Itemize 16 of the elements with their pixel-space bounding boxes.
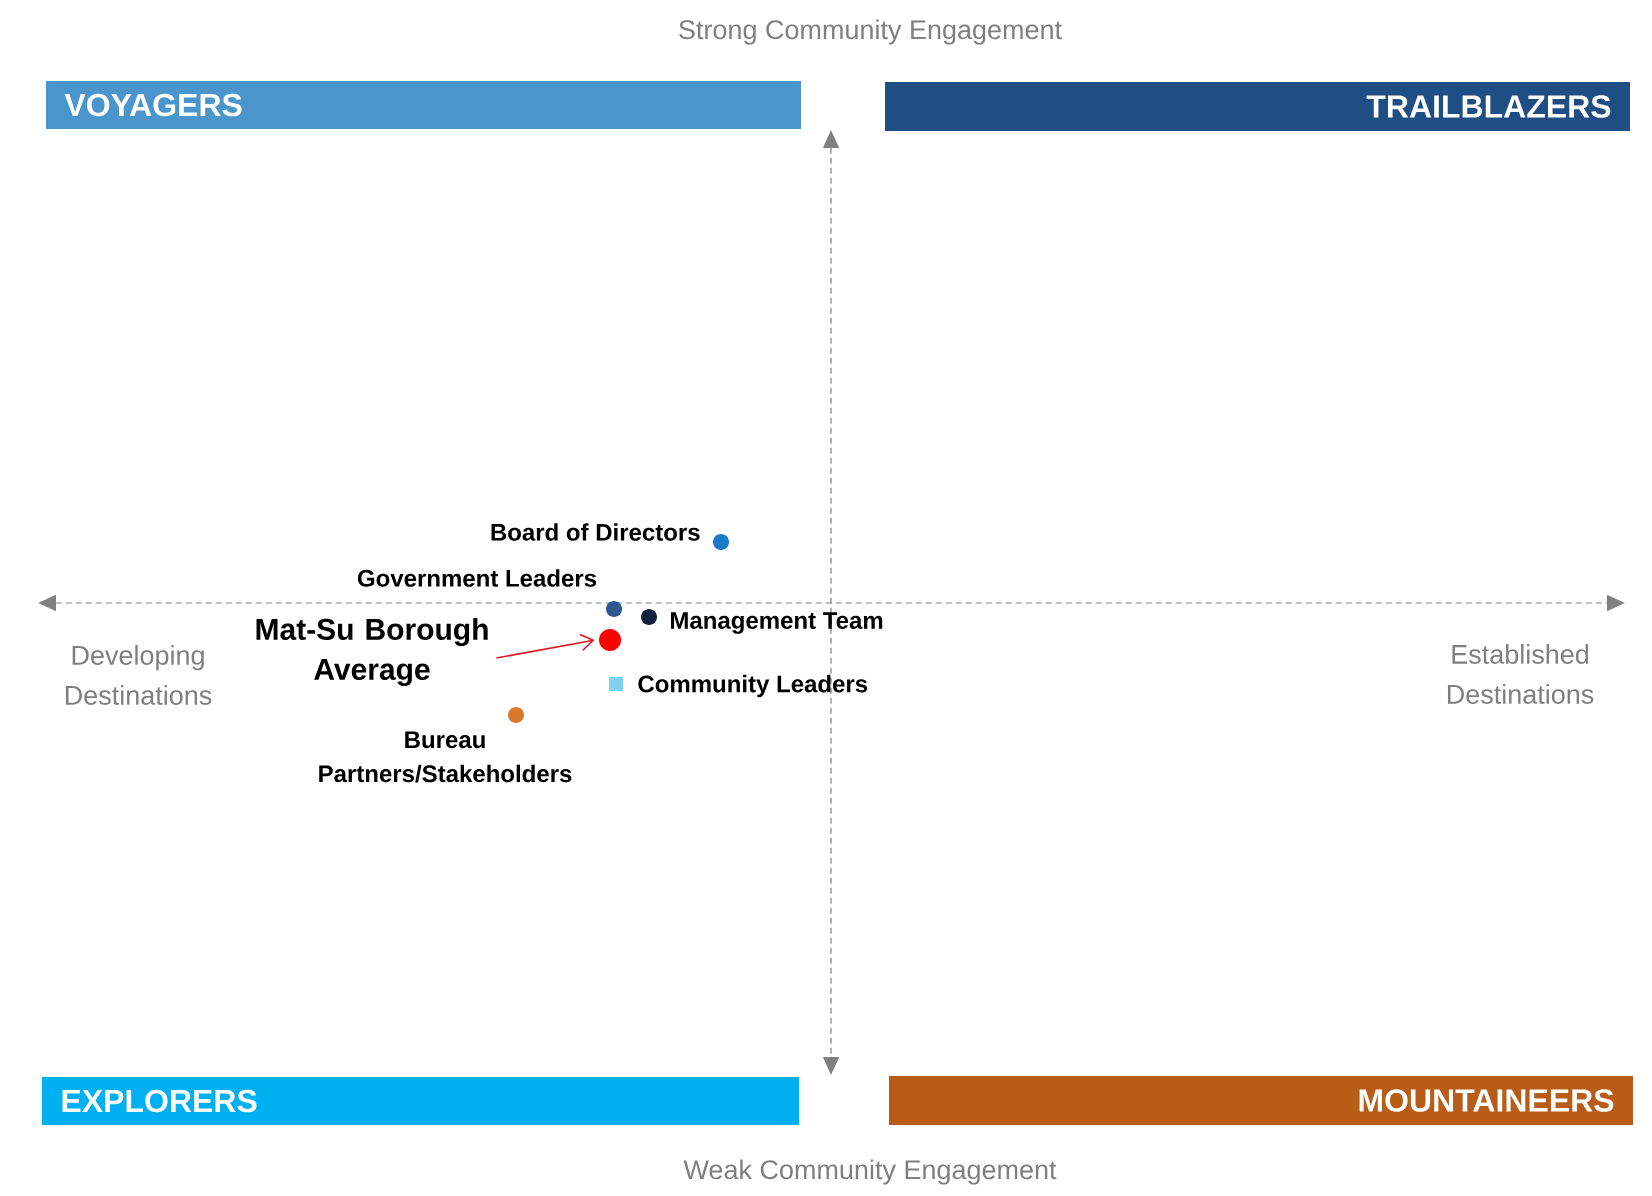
axis-label: Established Destinations bbox=[1447, 644, 1594, 704]
point-label: Management Team bbox=[671, 612, 883, 634]
point-label: Community Leaders bbox=[638, 674, 868, 698]
quadrant-banner: VOYAGERS bbox=[46, 81, 801, 129]
axis-label: Developing Destinations bbox=[65, 645, 212, 705]
point-label: Bureau Partners/Stakeholders bbox=[319, 731, 572, 783]
axis-label: Strong Community Engagement bbox=[679, 19, 1062, 45]
data-point bbox=[599, 629, 621, 651]
point-label: Government Leaders bbox=[357, 569, 597, 587]
quadrant-banner: MOUNTAINEERS bbox=[889, 1076, 1633, 1125]
axis-label: Weak Community Engagement bbox=[683, 1159, 1057, 1185]
callout-text: Mat-Su Borough Average bbox=[256, 617, 488, 687]
point-label: Board of Directors bbox=[491, 523, 700, 541]
quadrant-banner: EXPLORERS bbox=[42, 1077, 799, 1125]
arrow bbox=[495, 633, 595, 659]
quadrant-banner: TRAILBLAZERS bbox=[885, 82, 1630, 131]
